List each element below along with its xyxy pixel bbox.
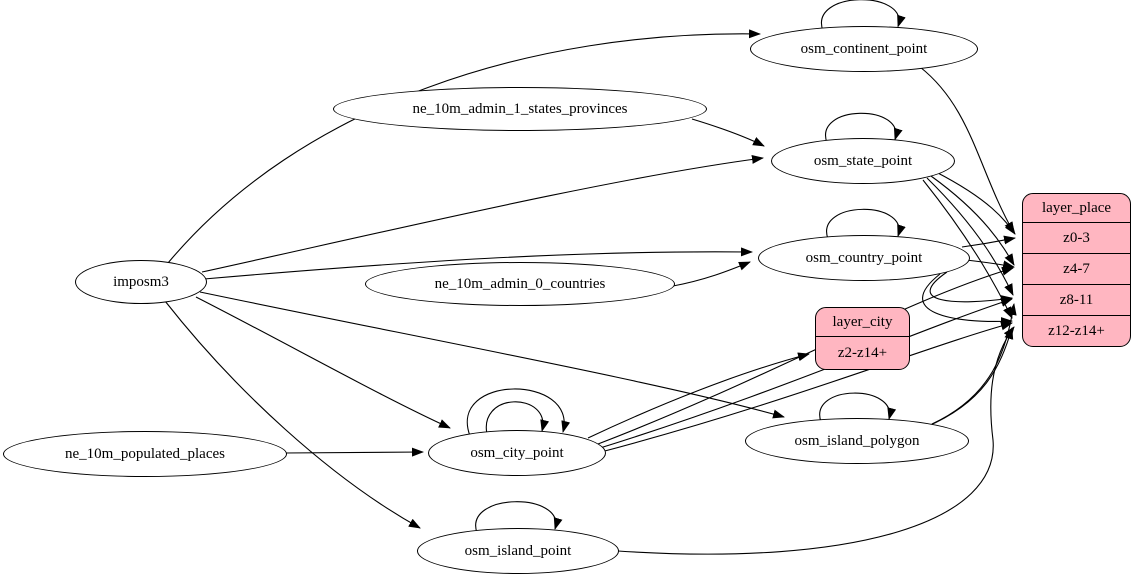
- record-layer_city: layer_city z2-z14+: [815, 307, 910, 370]
- node-ne_10m_admin_1_states_provinces: ne_10m_admin_1_states_provinces: [333, 87, 707, 131]
- edge-osm_country_point-to-layer_place-z4-7: [965, 259, 1015, 270]
- loop-osm_continent_point: [820, 0, 906, 32]
- edge-osm_island_polygon-to-layer_place-z12-z14: [925, 327, 1014, 428]
- record-layer_place-row-z0-3: z0-3: [1023, 222, 1130, 253]
- edge-osm_country_point-to-layer_place-z8-11: [929, 271, 1013, 304]
- node-osm_continent_point: osm_continent_point: [750, 26, 978, 72]
- edge-osm_state_point-to-layer_place-z8-11: [926, 177, 1014, 296]
- loop-osm_city_point-outer: [466, 388, 571, 437]
- record-layer_city-title: layer_city: [832, 313, 893, 330]
- node-osm_island_point-label: osm_island_point: [464, 542, 572, 559]
- loop-osm_country_point: [826, 208, 906, 240]
- node-osm_state_point: osm_state_point: [771, 138, 955, 184]
- edge-osm_country_point-to-layer_place-z12-z14: [922, 273, 1013, 327]
- node-imposm3: imposm3: [75, 260, 207, 304]
- edge-imposm3-to-osm_state_point: [201, 154, 764, 273]
- node-ne_10m_admin_1_states_provinces-label: ne_10m_admin_1_states_provinces: [412, 100, 628, 117]
- record-layer_place-row-z4-7: z4-7: [1023, 253, 1130, 284]
- node-osm_island_polygon-label: osm_island_polygon: [794, 432, 920, 449]
- edge-osm_continent_point-to-layer_place-z0-3: [919, 66, 1015, 234]
- record-layer_place-row-z8-11: z8-11: [1023, 284, 1130, 315]
- edge-osm_state_point-to-layer_place-z0-3: [935, 171, 1016, 235]
- edge-imposm3-to-osm_city_point: [195, 296, 451, 429]
- loop-osm_state_point: [825, 112, 903, 144]
- record-layer_place-title: layer_place: [1041, 199, 1112, 216]
- node-osm_city_point: osm_city_point: [428, 430, 606, 476]
- node-ne_10m_admin_0_countries-label: ne_10m_admin_0_countries: [434, 275, 606, 292]
- edge-ne_10m_admin_0_countries-to-osm_country_point: [672, 261, 751, 287]
- edge-osm_island_point-to-layer_place-z12-z14: [617, 326, 1015, 555]
- edge-osm_state_point-to-layer_place-z4-7: [930, 175, 1015, 266]
- record-layer_place: layer_place z0-3 z4-7 z8-11 z12-z14+: [1022, 193, 1131, 347]
- edge-ne_10m_admin_1_states_provinces-to-osm_state_point: [691, 118, 765, 147]
- node-osm_island_point: osm_island_point: [417, 528, 619, 574]
- loop-osm_island_polygon: [819, 392, 897, 423]
- record-layer_city-row-z2-z14: z2-z14+: [816, 336, 909, 369]
- loop-osm_city_point-inner: [485, 401, 550, 439]
- edge-osm_city_point-to-layer_place-z4-7: [597, 266, 1014, 445]
- node-imposm3-label: imposm3: [113, 273, 169, 290]
- node-osm_island_polygon: osm_island_polygon: [745, 418, 969, 464]
- node-osm_country_point-label: osm_country_point: [805, 249, 923, 266]
- edge-osm_country_point-to-layer_place-z0-3: [961, 235, 1016, 248]
- node-osm_country_point: osm_country_point: [758, 235, 970, 281]
- node-ne_10m_populated_places-label: ne_10m_populated_places: [65, 445, 225, 462]
- node-osm_city_point-label: osm_city_point: [470, 444, 564, 461]
- edge-ne_10m_populated_places-to-osm_city_point: [283, 447, 424, 457]
- edge-imposm3-to-osm_country_point: [203, 247, 753, 280]
- edge-imposm3-to-osm_continent_point: [167, 29, 761, 264]
- record-layer_place-row-z12-z14: z12-z14+: [1023, 315, 1130, 346]
- edge-imposm3-to-osm_island_polygon: [199, 291, 785, 419]
- loop-osm_island_point: [475, 501, 563, 534]
- node-ne_10m_admin_0_countries: ne_10m_admin_0_countries: [365, 262, 675, 306]
- node-ne_10m_populated_places: ne_10m_populated_places: [3, 431, 287, 477]
- edge-osm_city_point-to-layer_place-z12-z14: [600, 321, 1013, 453]
- edge-imposm3-to-osm_island_point: [164, 300, 421, 529]
- edge-osm_city_point-to-layer_city-z2-z14: [587, 352, 810, 439]
- edge-osm_state_point-to-layer_place-z12-z14: [922, 179, 1013, 319]
- node-osm_continent_point-label: osm_continent_point: [800, 40, 928, 57]
- edge-osm_island_polygon-to-layer_place-z8-11: [931, 303, 1017, 425]
- node-osm_state_point-label: osm_state_point: [813, 152, 913, 169]
